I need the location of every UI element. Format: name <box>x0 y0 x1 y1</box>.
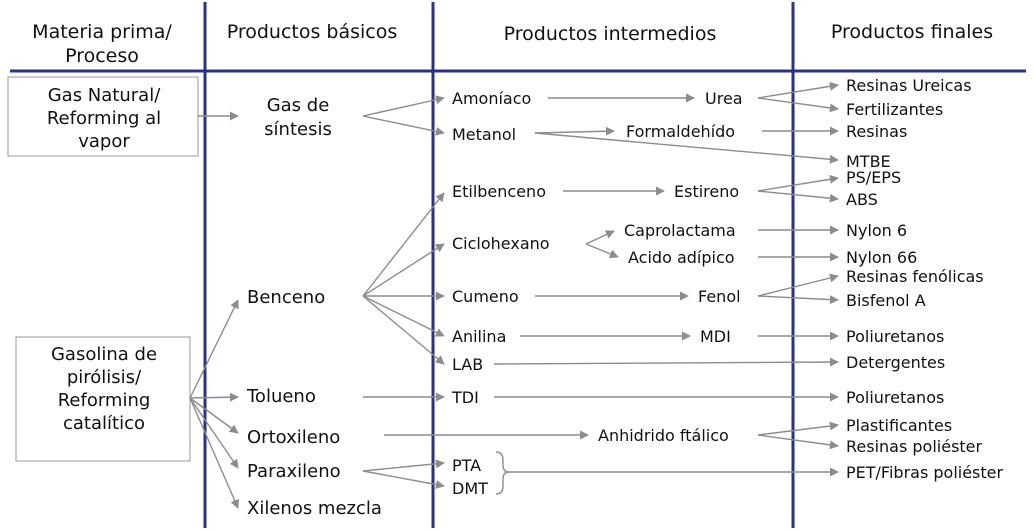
node-resinas: Resinas <box>846 122 907 141</box>
node-amoniaco: Amoníaco <box>452 89 531 108</box>
node-mtbe: MTBE <box>846 152 891 171</box>
node-cumeno: Cumeno <box>452 287 519 306</box>
arrow-estireno-pseps <box>757 174 839 192</box>
node-estireno: Estireno <box>674 182 739 201</box>
arrow-paraxileno-dmt <box>362 470 445 489</box>
source-gas-natural: Gas Natural/ Reforming al vapor <box>7 76 199 157</box>
arrow-anhidrido-plastificantes <box>757 421 839 436</box>
node-metanol: Metanol <box>452 125 516 144</box>
header-productos-basicos: Productos básicos <box>227 21 398 43</box>
arrow-metanol-mtbe <box>534 132 839 164</box>
arrow-urea-fertilizantes <box>757 97 839 113</box>
source-gasolina: Gasolina de pirólisis/ Reforming catalít… <box>15 336 191 462</box>
arrow-gasolina-xilenos <box>189 397 239 509</box>
node-formaldehido: Formaldehído <box>626 122 735 141</box>
bracket-pta-dmt <box>495 451 510 495</box>
node-paraxileno: Paraxileno <box>247 461 341 482</box>
node-fertilizantes: Fertilizantes <box>846 100 943 119</box>
node-resinas-fenolicas: Resinas fenólicas <box>846 267 984 286</box>
arrow-paraxileno-pta <box>362 459 445 472</box>
arrow-anhidrido-resinaspoliester <box>757 434 839 450</box>
intermediate-products: Amoníaco Metanol Urea Formaldehído Etilb… <box>451 89 743 498</box>
source-gasolina-line3: Reforming <box>58 390 151 411</box>
node-ciclohexano: Ciclohexano <box>452 234 550 253</box>
arrow-gasolina-tolueno <box>189 392 239 402</box>
node-etilbenceno: Etilbenceno <box>452 182 546 201</box>
header-productos-intermedios: Productos intermedios <box>504 23 717 45</box>
node-detergentes: Detergentes <box>846 353 945 372</box>
node-plastificantes: Plastificantes <box>846 416 952 435</box>
node-nylon-66: Nylon 66 <box>846 248 917 267</box>
node-fenol: Fenol <box>698 287 741 306</box>
source-gas-line1: Gas Natural/ <box>48 85 161 106</box>
node-nylon-6: Nylon 6 <box>846 221 907 240</box>
arrow-metanol-formaldehido <box>534 126 615 136</box>
node-anilina: Anilina <box>452 327 506 346</box>
flow-arrows <box>189 81 839 509</box>
arrow-ciclohexano-acidoadipico <box>585 243 619 259</box>
node-tdi: TDI <box>451 388 479 407</box>
arrow-benceno-etilbenceno <box>362 192 445 297</box>
arrow-gasolina-paraxileno <box>189 397 239 469</box>
node-acido-adipico: Acido adípico <box>628 248 735 267</box>
node-xilenos-mezcla: Xilenos mezcla <box>247 498 382 519</box>
node-benceno: Benceno <box>247 287 325 308</box>
node-bisfenol-a: Bisfenol A <box>846 291 926 310</box>
column-headers: Materia prima/ Proceso Productos básicos… <box>32 21 993 67</box>
arrow-fenol-bisfenol <box>757 295 839 305</box>
header-materia-prima: Materia prima/ <box>32 21 172 43</box>
node-resinas-poliester: Resinas poliéster <box>846 437 983 456</box>
arrow-gasolina-ortoxileno <box>189 397 239 434</box>
arrow-estireno-abs <box>757 190 839 203</box>
source-gas-line2: Reforming al <box>47 108 161 129</box>
node-poliuretanos-1: Poliuretanos <box>846 327 944 346</box>
node-gas-sintesis-line1: Gas de <box>267 95 330 116</box>
arrow-gasolina-benceno <box>189 299 239 399</box>
arrow-benceno-anilina <box>362 295 445 337</box>
node-ortoxileno: Ortoxileno <box>247 427 340 448</box>
node-poliuretanos-2: Poliuretanos <box>846 388 944 407</box>
source-box-gasolina <box>15 336 191 462</box>
source-gasolina-line4: catalítico <box>63 413 145 434</box>
node-tolueno: Tolueno <box>246 386 316 407</box>
arrow-urea-resinasureicas <box>757 81 839 99</box>
header-proceso: Proceso <box>65 45 139 67</box>
node-pet-fibras: PET/Fibras poliéster <box>846 463 1004 482</box>
node-abs: ABS <box>846 190 878 209</box>
node-caprolactama: Caprolactama <box>624 221 736 240</box>
node-mdi: MDI <box>700 327 731 346</box>
arrow-benceno-lab <box>362 295 445 365</box>
final-products: Resinas Ureicas Fertilizantes Resinas MT… <box>846 76 1004 482</box>
arrow-gassintesis-metanol <box>362 115 445 136</box>
arrow-lab-detergentes <box>493 357 839 367</box>
node-gas-sintesis-line2: síntesis <box>264 119 332 140</box>
basic-products: Gas de síntesis Benceno Tolueno Ortoxile… <box>246 95 382 519</box>
column-dividers <box>10 2 1026 528</box>
node-ps-eps: PS/EPS <box>846 168 901 187</box>
arrow-benceno-ciclohexano <box>362 243 445 297</box>
node-pta: PTA <box>452 456 481 475</box>
arrow-fenol-resinasfenolicas <box>757 273 839 297</box>
node-dmt: DMT <box>452 479 488 498</box>
node-lab: LAB <box>452 355 483 374</box>
node-urea: Urea <box>705 89 743 108</box>
arrow-ciclohexano-caprolactama <box>585 230 615 245</box>
header-productos-finales: Productos finales <box>831 21 993 43</box>
node-resinas-ureicas: Resinas Ureicas <box>846 76 972 95</box>
node-anhidrido-ftalico: Anhidrido ftálico <box>598 426 729 445</box>
arrow-gassintesis-amoniaco <box>362 95 445 117</box>
source-gasolina-line2: pirólisis/ <box>67 367 142 388</box>
source-box-gas-natural <box>7 76 199 157</box>
source-gas-line3: vapor <box>78 131 130 152</box>
source-gasolina-line1: Gasolina de <box>51 344 157 365</box>
